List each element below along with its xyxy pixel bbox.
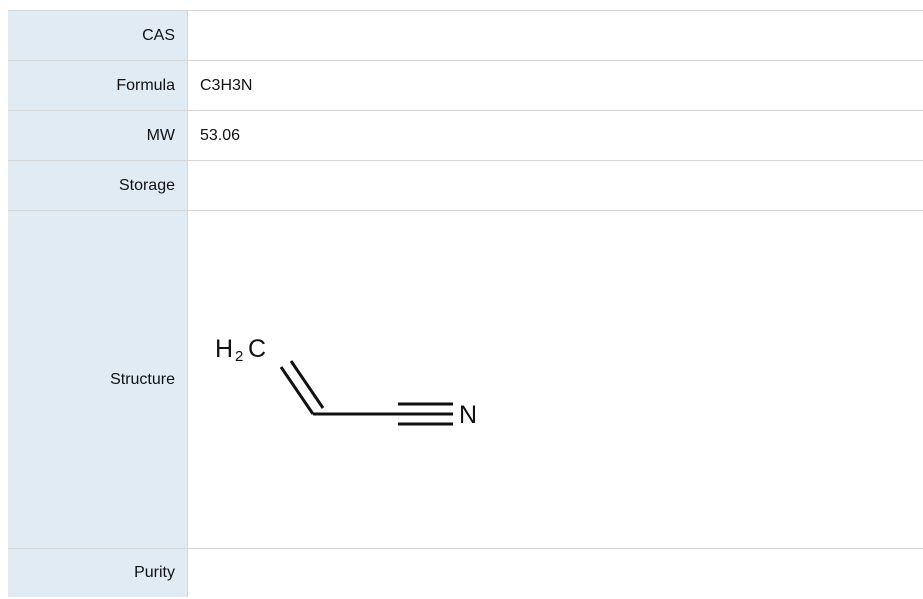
row-label-mw: MW: [8, 111, 188, 160]
row-label-structure: Structure: [8, 211, 188, 548]
table-row-purity: Purity: [8, 549, 923, 597]
structure-image-cell: H 2 C N: [188, 211, 923, 548]
double-bond-line-2: [289, 359, 325, 409]
atom-label-c: C: [248, 335, 266, 363]
row-label-storage: Storage: [8, 161, 188, 210]
row-label-purity: Purity: [8, 549, 188, 597]
row-label-formula: Formula: [8, 61, 188, 110]
table-row-structure: Structure H 2 C N: [8, 211, 923, 549]
table-row-formula: Formula C3H3N: [8, 61, 923, 111]
chemical-structure-diagram: H 2 C N: [215, 335, 477, 429]
table-row-cas: CAS: [8, 11, 923, 61]
row-value-storage: [188, 161, 923, 210]
atom-label-h-subscript: 2: [235, 348, 243, 365]
row-value-purity: [188, 549, 923, 597]
atom-label-n: N: [459, 401, 477, 429]
product-properties-table: CAS Formula C3H3N MW 53.06 Storage Struc…: [8, 10, 923, 597]
double-bond-line-1: [279, 365, 315, 415]
atom-label-h: H: [215, 335, 233, 363]
row-value-cas: [188, 11, 923, 60]
row-value-formula: C3H3N: [188, 61, 923, 110]
table-row-mw: MW 53.06: [8, 111, 923, 161]
row-value-mw: 53.06: [188, 111, 923, 160]
row-label-cas: CAS: [8, 11, 188, 60]
table-row-storage: Storage: [8, 161, 923, 211]
